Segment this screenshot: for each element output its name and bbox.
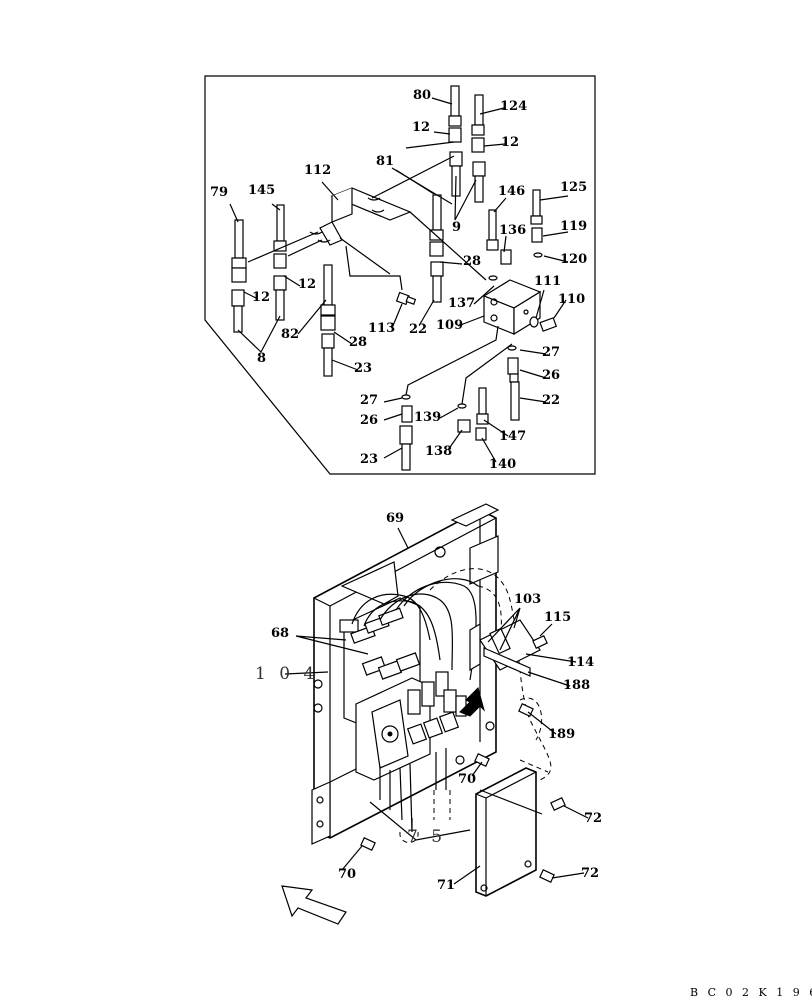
thin-callout-labels: 1 0 4 7 5 bbox=[255, 664, 446, 847]
callout-139: 139 bbox=[414, 410, 441, 425]
callout-8: 8 bbox=[257, 351, 266, 366]
callout-72a: 72 bbox=[584, 811, 602, 826]
callout-12b: 12 bbox=[501, 135, 519, 150]
hose-fittings-left bbox=[231, 204, 287, 333]
callout-12d: 12 bbox=[252, 290, 270, 305]
callout-9: 9 bbox=[452, 220, 461, 235]
callout-79: 79 bbox=[210, 185, 228, 200]
leader-lines-upper bbox=[229, 97, 569, 463]
callout-124: 124 bbox=[500, 99, 527, 114]
front-direction-arrow bbox=[281, 885, 347, 925]
clamp-bracket bbox=[469, 619, 541, 677]
callout-189: 189 bbox=[548, 727, 575, 742]
callout-109: 109 bbox=[436, 318, 463, 333]
valve-block bbox=[482, 279, 542, 336]
callout-82: 82 bbox=[281, 327, 299, 342]
callout-68: 68 bbox=[271, 626, 289, 641]
callout-136: 136 bbox=[499, 223, 526, 238]
callout-70b: 70 bbox=[338, 867, 356, 882]
callout-26a: 26 bbox=[542, 368, 560, 383]
lower-assembly-view bbox=[281, 503, 589, 925]
callout-114: 114 bbox=[567, 655, 594, 670]
callout-103: 103 bbox=[514, 592, 541, 607]
callout-12c: 12 bbox=[298, 277, 316, 292]
callout-115: 115 bbox=[544, 610, 571, 625]
callout-147: 147 bbox=[499, 429, 526, 444]
callout-26b: 26 bbox=[360, 413, 378, 428]
callout-110: 110 bbox=[558, 292, 585, 307]
callout-71: 71 bbox=[437, 878, 455, 893]
callout-140: 140 bbox=[489, 457, 516, 472]
callout-111: 111 bbox=[534, 274, 561, 289]
callout-80: 80 bbox=[413, 88, 431, 103]
callout-120: 120 bbox=[560, 252, 587, 267]
callout-137: 137 bbox=[448, 296, 475, 311]
callout-113: 113 bbox=[368, 321, 395, 336]
callout-119: 119 bbox=[560, 219, 587, 234]
callout-188: 188 bbox=[563, 678, 590, 693]
callout-70a: 70 bbox=[458, 772, 476, 787]
leader-lines-lower bbox=[284, 527, 589, 885]
callout-146: 146 bbox=[498, 184, 525, 199]
bolts-upper bbox=[395, 291, 558, 332]
detail-frame bbox=[204, 75, 596, 475]
hose-fittings-lower bbox=[399, 345, 520, 471]
callout-27b: 27 bbox=[360, 393, 378, 408]
solenoid-valve-assembly bbox=[339, 597, 467, 781]
callout-138: 138 bbox=[425, 444, 452, 459]
flow-arrow-small bbox=[459, 687, 485, 717]
callout-72b: 72 bbox=[581, 866, 599, 881]
callout-22a: 22 bbox=[409, 322, 427, 337]
callout-12a: 12 bbox=[412, 120, 430, 135]
callout-81: 81 bbox=[376, 154, 394, 169]
bracket-plate bbox=[309, 187, 412, 246]
hose-fittings-top bbox=[448, 85, 486, 203]
callout-23a: 23 bbox=[354, 361, 372, 376]
upper-callout-labels: 80 124 12 12 81 112 79 145 146 125 9 136 119 120 28 12 1… bbox=[210, 88, 587, 472]
callout-23b: 23 bbox=[360, 452, 378, 467]
callout-75: 7 5 bbox=[407, 827, 446, 847]
callout-69: 69 bbox=[386, 511, 404, 526]
drawing-code: B C 0 2 K 1 9 6 bbox=[690, 986, 812, 999]
side-cover bbox=[475, 767, 537, 897]
callout-112: 112 bbox=[304, 163, 331, 178]
callout-145: 145 bbox=[248, 183, 275, 198]
hose-fittings-center bbox=[320, 194, 444, 377]
upper-detail-view bbox=[204, 75, 596, 475]
callout-125: 125 bbox=[560, 180, 587, 195]
callout-22b: 22 bbox=[542, 393, 560, 408]
callout-28a: 28 bbox=[463, 254, 481, 269]
callout-27a: 27 bbox=[542, 345, 560, 360]
callout-104: 1 0 4 bbox=[255, 664, 318, 684]
hose-fittings-right bbox=[486, 189, 543, 281]
bolts-lower bbox=[360, 635, 566, 883]
callout-28b: 28 bbox=[349, 335, 367, 350]
